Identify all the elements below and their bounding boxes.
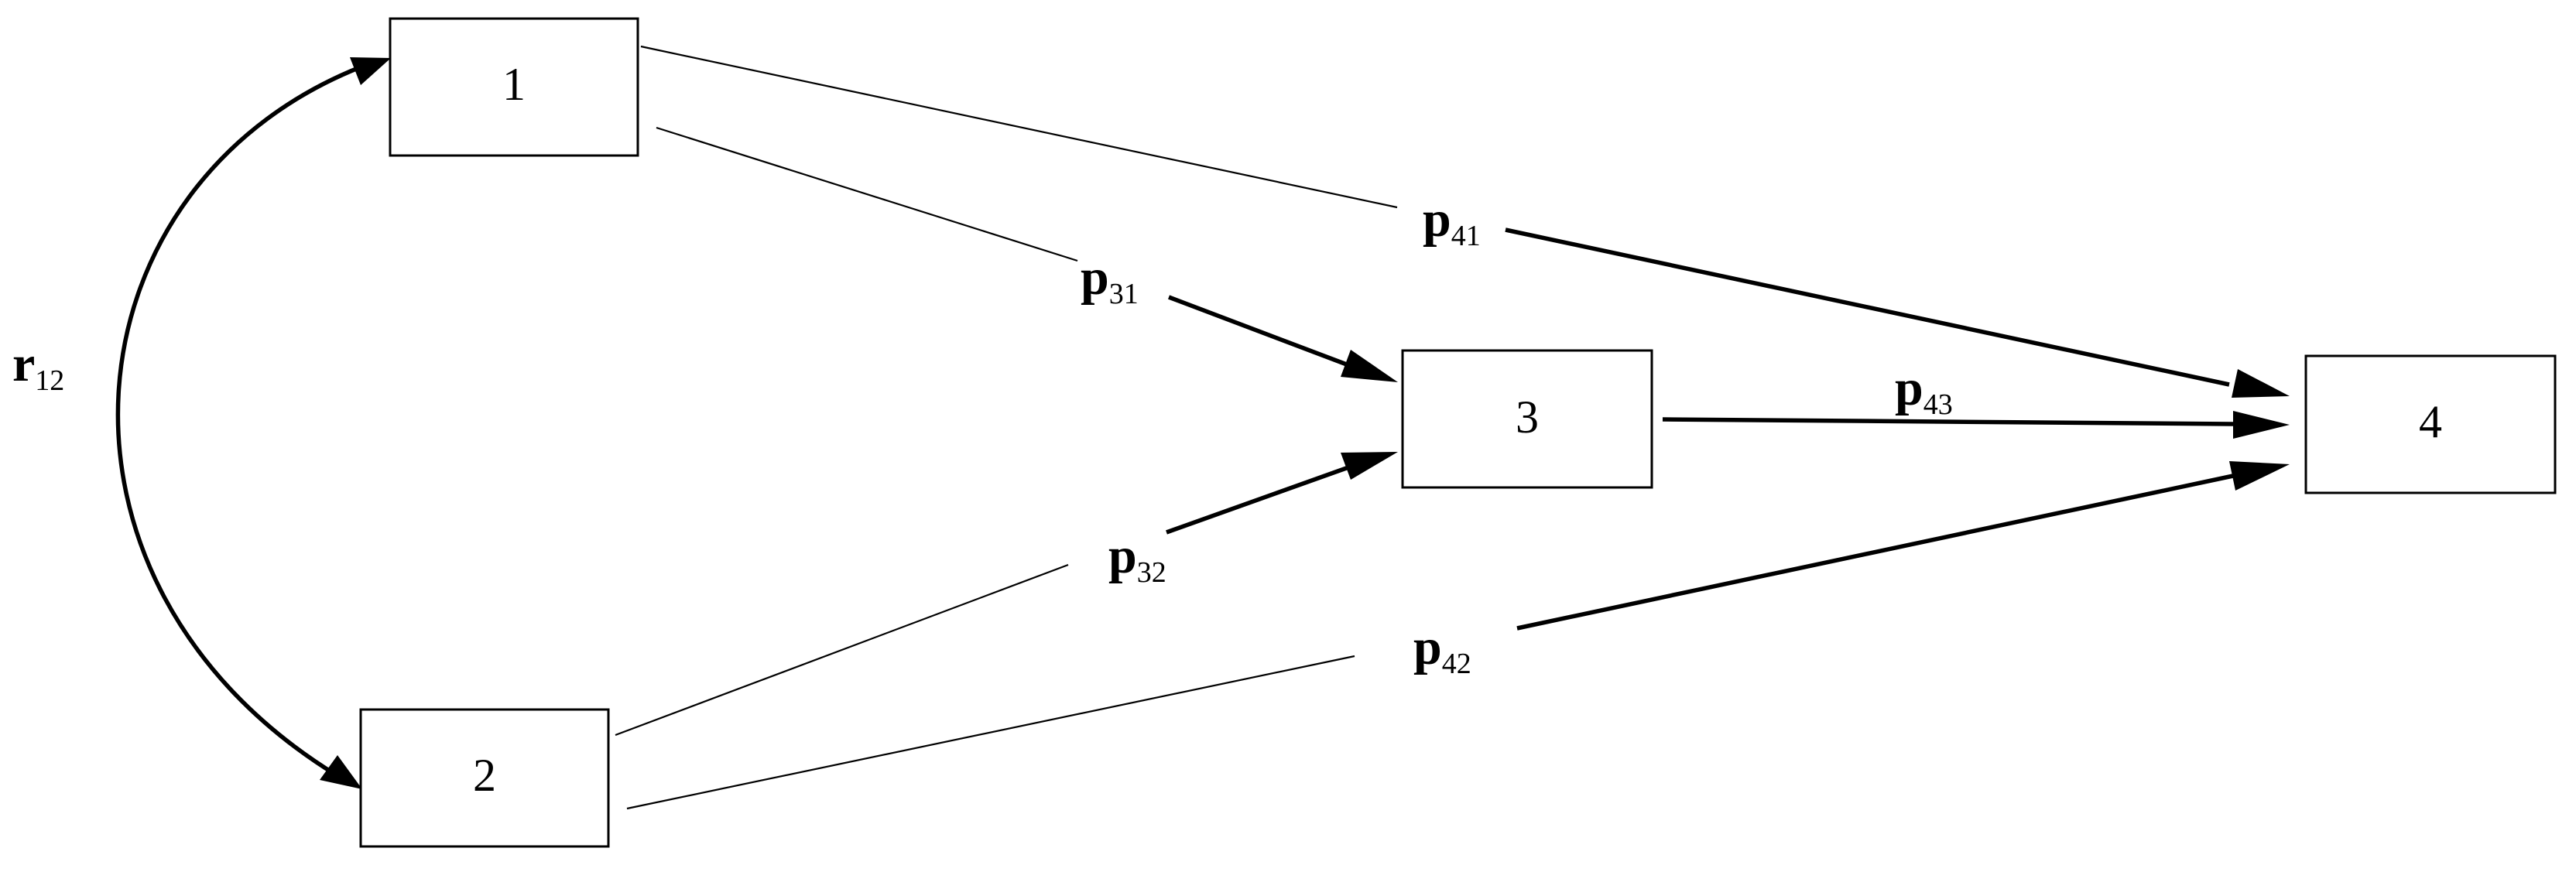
p32-label: p32 bbox=[1108, 528, 1166, 589]
p41-label: p41 bbox=[1423, 191, 1481, 252]
p43-path-arrow bbox=[1662, 411, 2290, 439]
p43-label: p43 bbox=[1895, 360, 1953, 421]
r12-label: r12 bbox=[12, 336, 64, 397]
p41-path-arrow bbox=[640, 45, 2290, 398]
node-1-label: 1 bbox=[502, 59, 526, 110]
node-2-label: 2 bbox=[473, 750, 496, 801]
node-3: 3 bbox=[1401, 349, 1653, 489]
p31-label-main: p bbox=[1081, 249, 1109, 306]
p42-arrowhead bbox=[2229, 461, 2290, 491]
node-4-label: 4 bbox=[2419, 396, 2442, 447]
node-3-box bbox=[1401, 349, 1653, 489]
p31-label-sub: 31 bbox=[1109, 278, 1139, 310]
node-1-box bbox=[389, 17, 639, 157]
r12-label-sub: 12 bbox=[35, 364, 64, 397]
p42-label-main: p bbox=[1413, 619, 1442, 675]
p43-arrowhead bbox=[2233, 411, 2290, 439]
node-3-label: 3 bbox=[1516, 392, 1539, 443]
p32-arrowhead bbox=[1341, 452, 1398, 480]
p31-label: p31 bbox=[1081, 249, 1139, 310]
p41-arrowhead bbox=[2232, 369, 2290, 398]
p41-label-sub: 41 bbox=[1451, 220, 1481, 252]
node-4: 4 bbox=[2304, 354, 2557, 494]
p42-label: p42 bbox=[1413, 619, 1471, 680]
p32-path-arrow bbox=[615, 452, 1398, 737]
p31-arrowhead bbox=[1341, 350, 1398, 382]
r12-arrowhead-top bbox=[350, 57, 391, 85]
node-1: 1 bbox=[389, 17, 639, 157]
r12-arrowhead-bottom bbox=[320, 755, 362, 789]
r12-correlation-arrow bbox=[115, 57, 391, 789]
p43-label-main: p bbox=[1895, 360, 1923, 416]
node-2-box bbox=[359, 708, 610, 848]
p32-label-sub: 32 bbox=[1137, 556, 1166, 589]
node-2: 2 bbox=[359, 708, 610, 848]
p31-path-arrow bbox=[656, 126, 1398, 382]
p42-label-sub: 42 bbox=[1442, 648, 1471, 680]
p32-label-main: p bbox=[1108, 528, 1137, 584]
node-4-box bbox=[2304, 354, 2557, 494]
p42-path-arrow bbox=[626, 461, 2290, 810]
p43-label-sub: 43 bbox=[1923, 388, 1953, 421]
r12-label-main: r bbox=[12, 336, 35, 392]
p41-label-main: p bbox=[1423, 191, 1451, 248]
